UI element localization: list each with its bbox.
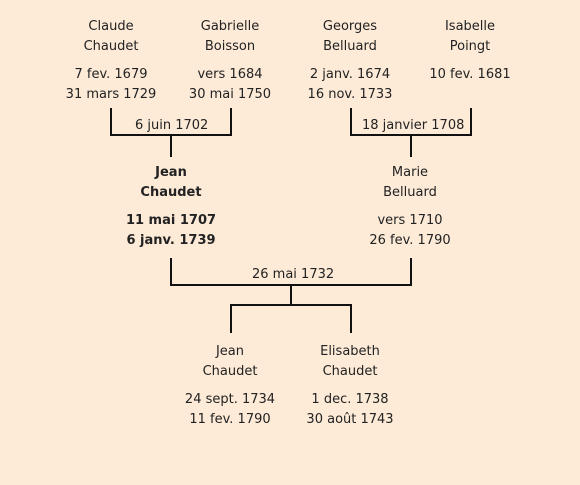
person-birth: vers 1684	[197, 67, 263, 82]
person-dates: 2 janv. 1674 16 nov. 1733	[290, 65, 410, 105]
person-first-name: Marie	[391, 165, 429, 180]
person-last-name: Boisson	[204, 39, 256, 54]
person-elisabeth-chaudet: Elisabeth Chaudet 1 dec. 1738 30 août 17…	[290, 342, 410, 430]
person-birth: 11 mai 1707	[125, 213, 217, 228]
person-dates: 24 sept. 1734 11 fev. 1790	[170, 390, 290, 430]
person-death: 16 nov. 1733	[307, 87, 393, 102]
person-birth: 2 janv. 1674	[309, 67, 391, 82]
person-first-name: Isabelle	[444, 19, 496, 34]
person-dates: vers 1710 26 fev. 1790	[350, 211, 470, 251]
person-birth: 7 fev. 1679	[74, 67, 148, 82]
person-death: 30 août 1743	[306, 412, 394, 427]
person-death: 6 janv. 1739	[126, 233, 216, 248]
marriage-date-paternal: 6 juin 1702	[131, 118, 213, 134]
person-first-name: Jean	[215, 344, 245, 359]
person-gabrielle-boisson: Gabrielle Boisson vers 1684 30 mai 1750	[170, 17, 290, 105]
person-last-name: Belluard	[323, 39, 377, 54]
person-dates: 10 fev. 1681	[410, 65, 530, 85]
person-claude-chaudet: Claude Chaudet 7 fev. 1679 31 mars 1729	[51, 17, 171, 105]
person-first-name: Elisabeth	[320, 344, 380, 359]
person-last-name: Chaudet	[202, 364, 258, 379]
marriage-date-maternal: 18 janvier 1708	[358, 118, 469, 134]
person-isabelle-poingt: Isabelle Poingt 10 fev. 1681	[410, 17, 530, 85]
person-first-name: Gabrielle	[200, 19, 260, 34]
person-birth: 24 sept. 1734	[184, 392, 276, 407]
person-death: 31 mars 1729	[65, 87, 157, 102]
person-dates: 11 mai 1707 6 janv. 1739	[111, 211, 231, 251]
person-dates: 7 fev. 1679 31 mars 1729	[51, 65, 171, 105]
person-death: 26 fev. 1790	[369, 233, 451, 248]
person-last-name: Poingt	[449, 39, 491, 54]
person-last-name: Chaudet	[83, 39, 139, 54]
person-birth: 1 dec. 1738	[311, 392, 389, 407]
person-georges-belluard: Georges Belluard 2 janv. 1674 16 nov. 17…	[290, 17, 410, 105]
person-last-name: Chaudet	[322, 364, 378, 379]
person-dates: 1 dec. 1738 30 août 1743	[290, 390, 410, 430]
person-dates: vers 1684 30 mai 1750	[170, 65, 290, 105]
person-jean-chaudet-father: Jean Chaudet 11 mai 1707 6 janv. 1739	[111, 163, 231, 251]
person-first-name: Jean	[155, 165, 187, 180]
person-death: 11 fev. 1790	[189, 412, 271, 427]
marriage-date-parents: 26 mai 1732	[248, 267, 339, 283]
person-last-name: Belluard	[383, 185, 437, 200]
person-first-name: Georges	[322, 19, 378, 34]
person-first-name: Claude	[88, 19, 134, 34]
person-birth: vers 1710	[377, 213, 443, 228]
person-death: 30 mai 1750	[188, 87, 272, 102]
connector-children	[230, 304, 352, 333]
person-birth: 10 fev. 1681	[429, 67, 511, 82]
person-last-name: Chaudet	[140, 185, 202, 200]
person-jean-chaudet-child: Jean Chaudet 24 sept. 1734 11 fev. 1790	[170, 342, 290, 430]
person-marie-belluard: Marie Belluard vers 1710 26 fev. 1790	[350, 163, 470, 251]
